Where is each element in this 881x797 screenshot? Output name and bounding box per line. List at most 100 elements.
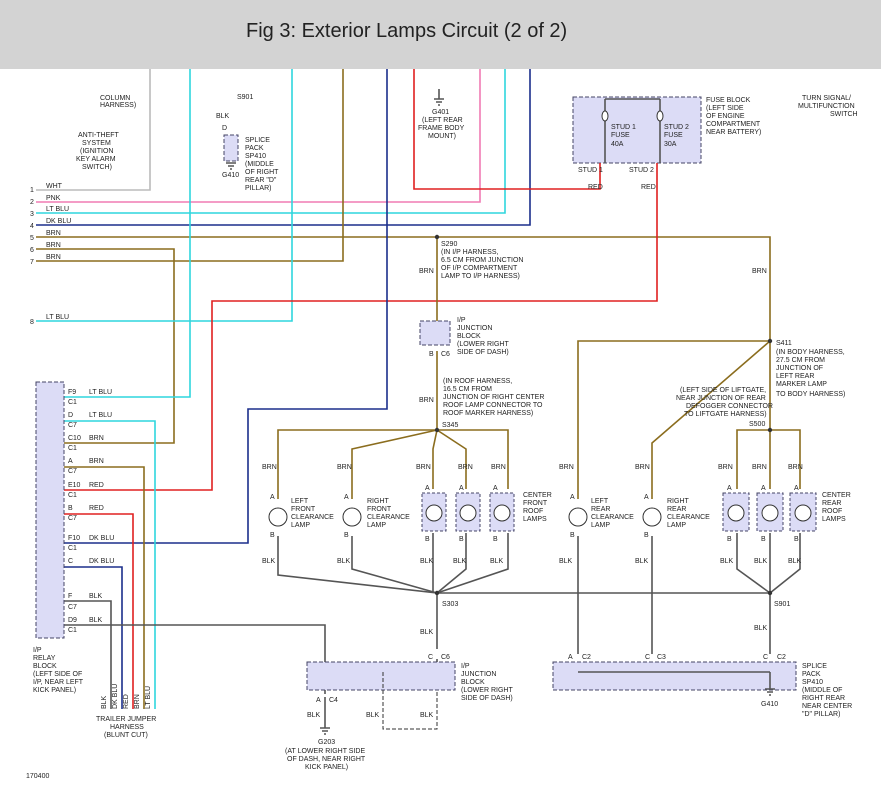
lamp5-pin-a: A <box>644 494 649 501</box>
stud2-label: STUD 2 <box>629 167 654 174</box>
lamp4-name-4: LAMP <box>591 522 610 529</box>
lamp3-pin-a1: A <box>425 485 430 492</box>
s345-name: S345 <box>442 422 458 429</box>
lamp3-name-4: LAMPS <box>523 516 547 523</box>
s901-bottom-label: S901 <box>774 601 790 608</box>
relay-pin-10: D9 <box>68 617 77 624</box>
relay-wire-4: BRN <box>89 458 104 465</box>
relay-wire-6: RED <box>89 505 104 512</box>
lamp3-name-2: FRONT <box>523 500 548 507</box>
relay-wire-5: RED <box>89 482 104 489</box>
splice-pin-a: A <box>568 654 573 661</box>
wire-7-color: BRN <box>46 254 61 261</box>
lamp2-in: BRN <box>337 464 352 471</box>
ipj-bottom-a: A <box>316 697 321 704</box>
ipj-top-desc-5: SIDE OF DASH) <box>457 349 509 356</box>
relay-conn-3: C1 <box>68 445 77 452</box>
relay-wire-9: BLK <box>89 593 103 600</box>
s500-desc-3: DEFOGGER CONNECTOR <box>686 403 773 410</box>
relay-conn-7: C1 <box>68 545 77 552</box>
lamp4-name-1: LEFT <box>591 498 609 505</box>
blk-dashed-label-1: BLK <box>366 712 380 719</box>
splice-pack-top <box>223 134 239 162</box>
relay-desc-5: I/P, NEAR LEFT <box>33 679 84 686</box>
relay-wire-8: DK BLU <box>89 558 114 565</box>
fuse-block-label-4: COMPARTMENT <box>706 121 761 128</box>
relay-conn-5: C1 <box>68 492 77 499</box>
stud1-label: STUD 1 <box>578 167 603 174</box>
roof-desc-3: JUNCTION OF RIGHT CENTER <box>443 394 544 401</box>
center-rear-lamp-2-bulb <box>761 504 779 522</box>
s500-desc-1: (LEFT SIDE OF LIFTGATE, <box>680 387 766 394</box>
splice-d-label: D <box>222 125 227 132</box>
wire-red-b <box>64 513 134 709</box>
wire-3 <box>36 69 506 214</box>
lamp6-name-1: CENTER <box>822 492 851 499</box>
wire-labels: 1 WHT 2 PNK 3 LT BLU 4 DK BLU 5 BRN 6 BR… <box>30 183 71 326</box>
s411-brn: BRN <box>752 268 767 275</box>
red1-label: RED <box>588 184 603 191</box>
s901-top-label: S901 <box>237 94 253 101</box>
lamp3-out-1: BLK <box>420 558 434 565</box>
lamp2-pin-b: B <box>344 532 349 539</box>
trailer-wire-5: LT BLU <box>145 686 152 709</box>
relay-desc-3: BLOCK <box>33 663 57 670</box>
fuse-1-icon <box>601 110 609 122</box>
splice-pack-label-3: SP410 <box>245 153 266 160</box>
trailer-desc-1: TRAILER JUMPER <box>96 716 156 723</box>
relay-pin-5: E10 <box>68 482 81 489</box>
ipj-top-desc-3: BLOCK <box>457 333 481 340</box>
g203-name: G203 <box>318 739 335 746</box>
stud2-fuse-label: STUD 2 <box>664 124 689 131</box>
g410-top-label: G410 <box>222 172 239 179</box>
s290-desc-2: 6.5 CM FROM JUNCTION <box>441 257 523 264</box>
turn-signal-label-2: MULTIFUNCTION <box>798 103 855 110</box>
figure-title: Fig 3: Exterior Lamps Circuit (2 of 2) <box>246 20 568 42</box>
splice-pack-bottom <box>552 661 797 691</box>
fuse-block-label-3: OF ENGINE <box>706 113 745 120</box>
trailer-wire-4: BRN <box>134 694 141 709</box>
anti-theft-label-2: SYSTEM <box>82 140 111 147</box>
lamp1-name-1: LEFT <box>291 498 309 505</box>
ip-junction-dashed-link <box>382 672 438 730</box>
wire-blk-f <box>64 600 112 709</box>
s500-desc-2: NEAR JUNCTION OF REAR <box>676 395 766 402</box>
wire-blk-cr3 <box>769 533 801 594</box>
relay-desc-1: I/P <box>33 647 42 654</box>
s411-desc-5: MARKER LAMP <box>776 381 827 388</box>
s290-desc-1: (IN I/P HARNESS, <box>441 249 498 256</box>
column-harness-label-2: HARNESS) <box>100 102 136 109</box>
ipj-bottom-c4: C4 <box>329 697 338 704</box>
ip-junction-top <box>419 320 451 346</box>
s500-labels: (LEFT SIDE OF LIFTGATE, NEAR JUNCTION OF… <box>676 387 773 428</box>
relay-conn-2: C7 <box>68 422 77 429</box>
wire-lt-blu-d <box>64 420 156 709</box>
anti-theft-label-5: SWITCH) <box>82 164 112 171</box>
wire-blk-cr1 <box>736 533 771 654</box>
lamp6-name-4: LAMPS <box>822 516 846 523</box>
lamp3-out-2: BLK <box>453 558 467 565</box>
s411-desc-1: (IN BODY HARNESS, <box>776 349 845 356</box>
g203-desc-2: OF DASH, NEAR RIGHT <box>287 756 366 763</box>
ipj-top-desc-2: JUNCTION <box>457 325 492 332</box>
splice-pin-c: C <box>645 654 650 661</box>
wire-brn-a <box>64 466 145 709</box>
relay-conn-6: C7 <box>68 515 77 522</box>
fuse-block-label: FUSE BLOCK <box>706 97 751 104</box>
wire-5-num: 5 <box>30 235 34 242</box>
fuse-2-icon <box>656 110 664 122</box>
splice-pin-c2: C <box>763 654 768 661</box>
stud1-fuse-label-3: 40A <box>611 141 624 148</box>
ip-junction-bottom <box>306 661 456 691</box>
wires <box>36 69 801 709</box>
splice-pack-label-5: OF RIGHT <box>245 169 279 176</box>
wire-3-color: LT BLU <box>46 206 69 213</box>
g203-desc-3: KICK PANEL) <box>305 764 348 771</box>
lamp6-pin-b1: B <box>727 536 732 543</box>
wire-2-color: PNK <box>46 195 61 202</box>
right-rear-lamp-icon <box>642 507 662 527</box>
lamps <box>268 492 817 532</box>
blk-ipj-label: BLK <box>420 629 434 636</box>
center-rear-lamp-1-bulb <box>727 504 745 522</box>
wire-dk-blu-c <box>64 566 123 709</box>
